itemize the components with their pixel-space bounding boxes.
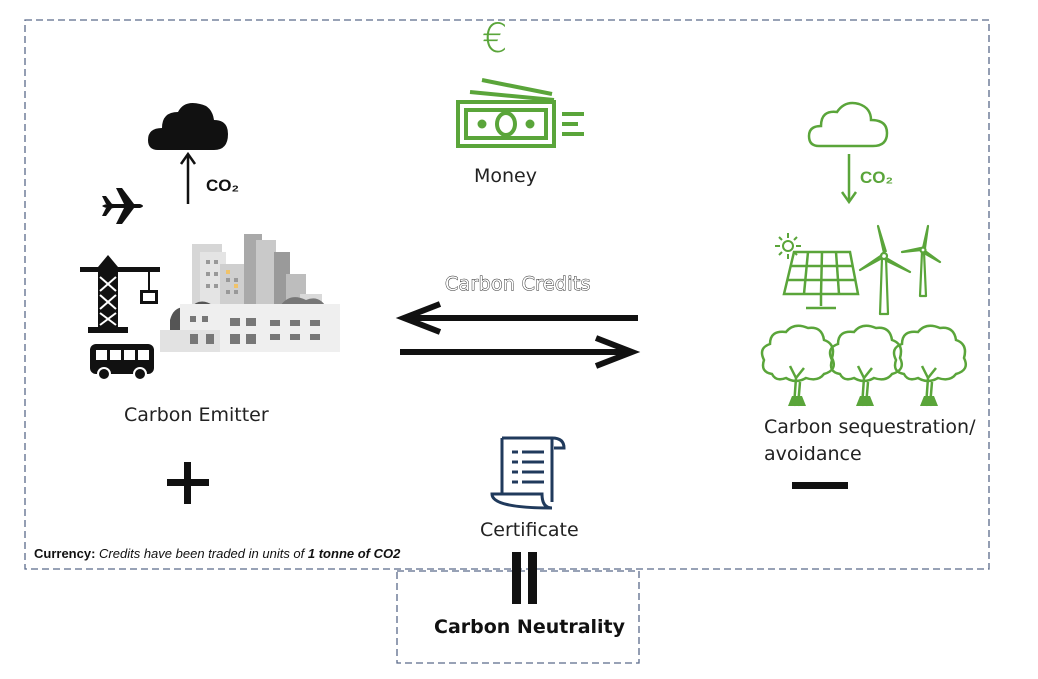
currency-footnote: Currency: Credits have been traded in un… [34, 546, 400, 561]
airplane-icon [102, 188, 143, 224]
bus-icon [90, 344, 154, 381]
certificate-label: Certificate [480, 519, 579, 541]
cloud-dark-icon [148, 103, 228, 150]
wind-turbine-icon [858, 224, 942, 316]
equals-icon [512, 552, 537, 604]
footnote-prefix: Currency [34, 546, 92, 561]
city-buildings-icon [160, 234, 340, 352]
euro-icon: € [482, 16, 508, 62]
arrow-up-icon [179, 151, 197, 204]
trees-icon [760, 324, 967, 407]
cloud-outline-icon [807, 101, 889, 148]
carbon-neutrality-label: Carbon Neutrality [434, 616, 626, 638]
minus-icon [792, 482, 848, 489]
money-label: Money [474, 165, 537, 187]
arrow-down-icon [840, 154, 858, 205]
certificate-scroll-icon [490, 436, 566, 510]
construction-crane-icon [80, 255, 160, 333]
plus-icon [167, 462, 209, 504]
footnote-colon: : [91, 546, 96, 561]
arrow-left-icon [395, 301, 638, 335]
sequestration-label-line1: Carbon sequestration/ [764, 416, 976, 438]
money-banknote-icon [456, 78, 584, 148]
footnote-text: Credits have been traded in units of [95, 546, 308, 561]
carbon-emitter-label: Carbon Emitter [124, 404, 269, 426]
footnote-unit: 1 tonne of CO2 [307, 546, 401, 561]
co2-emission-label: CO₂ [206, 176, 240, 195]
co2-absorption-label: CO₂ [860, 168, 894, 187]
arrow-right-icon [400, 335, 641, 369]
sequestration-label-line2: avoidance [764, 443, 862, 465]
carbon-credits-label: Carbon Credits [445, 273, 591, 296]
solar-panel-icon [782, 250, 860, 310]
